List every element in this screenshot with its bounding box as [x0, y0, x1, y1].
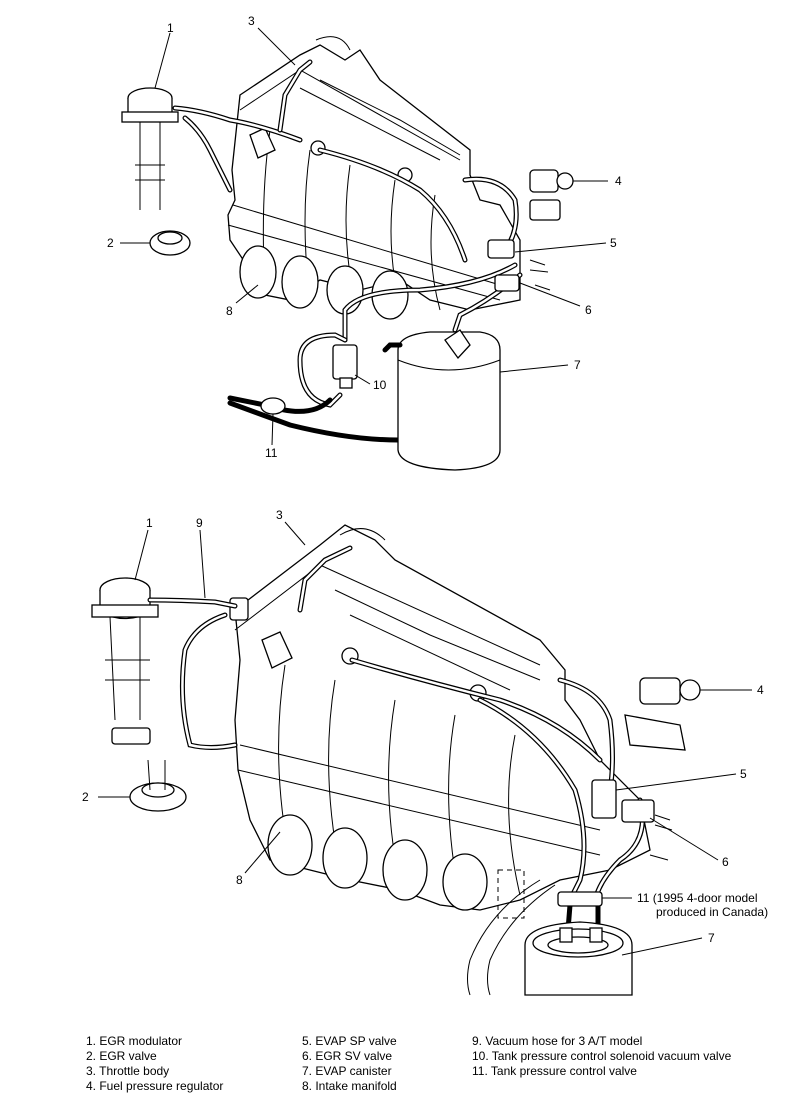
callout-bottom-4: 4 [757, 683, 764, 697]
egr-modulator-bottom [91, 577, 159, 745]
tank-pressure-control-valve-bottom [497, 869, 603, 919]
intake-manifold-bottom [234, 524, 651, 911]
callout-top-1: 1 [167, 21, 174, 35]
legend-column-2: 5. EVAP SP valve 6. EGR SV valve 7. EVAP… [302, 1034, 397, 1094]
callout-bottom-3: 3 [276, 508, 283, 522]
callout-bottom-5: 5 [740, 767, 747, 781]
callout-bottom-6: 6 [722, 855, 729, 869]
callout-bottom-11: 11 (1995 4-door model [637, 891, 758, 905]
egr-valve-top [149, 230, 191, 256]
egr-valve-bottom [129, 759, 187, 812]
vacuum-hoses-top [172, 59, 523, 443]
legend-item-3: 3. Throttle body [86, 1064, 170, 1078]
legend-item-7: 7. EVAP canister [302, 1064, 392, 1078]
legend-column-3: 9. Vacuum hose for 3 A/T model 10. Tank … [472, 1034, 731, 1079]
callout-top-3: 3 [248, 14, 255, 28]
tank-pressure-control-valve-top [260, 397, 286, 415]
callout-bottom-2: 2 [82, 790, 89, 804]
top-diagram: 1 2 3 4 5 6 7 8 10 11 [107, 14, 622, 471]
leaders-top [120, 27, 608, 446]
bottom-diagram: 1 9 3 4 2 5 6 8 11 (1995 4-door model pr… [82, 508, 768, 996]
callout-top-10: 10 [373, 378, 387, 392]
callout-bottom-8: 8 [236, 873, 243, 887]
evap-canister-top [382, 329, 501, 471]
callout-top-2: 2 [107, 236, 114, 250]
solenoid-valves-bottom [591, 779, 673, 861]
callout-top-11: 11 [265, 446, 278, 460]
legend-item-4: 4. Fuel pressure regulator [86, 1079, 224, 1093]
callout-top-7: 7 [574, 358, 581, 372]
callout-bottom-7: 7 [708, 931, 715, 945]
legend-item-11: 11. Tank pressure control valve [472, 1064, 637, 1078]
tank-pressure-solenoid-top [332, 344, 358, 389]
legend-item-2: 2. EGR valve [86, 1049, 157, 1063]
egr-modulator-top [121, 87, 179, 210]
legend-item-10: 10. Tank pressure control solenoid vacuu… [472, 1049, 732, 1063]
callout-top-5: 5 [610, 236, 617, 250]
leaders-bottom [98, 521, 752, 956]
callout-top-8: 8 [226, 304, 233, 318]
callout-top-4: 4 [615, 174, 622, 188]
callout-bottom-1: 1 [146, 516, 153, 530]
legend-item-5: 5. EVAP SP valve [302, 1034, 397, 1048]
evap-canister-bottom [524, 921, 633, 996]
legend-column-1: 1. EGR modulator 2. EGR valve 3. Throttl… [86, 1034, 223, 1094]
callouts-top: 1 2 3 4 5 6 7 8 10 11 [107, 14, 622, 460]
callout-bottom-11-note: produced in Canada) [656, 905, 768, 919]
legend-item-6: 6. EGR SV valve [302, 1049, 393, 1063]
callouts-bottom: 1 9 3 4 2 5 6 8 11 (1995 4-door model pr… [82, 508, 768, 945]
legend-item-1: 1. EGR modulator [86, 1034, 183, 1048]
fuel-pressure-regulator-bottom [624, 677, 701, 751]
fuel-pressure-regulator-top [529, 169, 574, 221]
legend-item-9: 9. Vacuum hose for 3 A/T model [472, 1034, 643, 1048]
callout-top-6: 6 [585, 303, 592, 317]
solenoid-valves-top [487, 239, 551, 292]
legend-item-8: 8. Intake manifold [302, 1079, 397, 1093]
callout-bottom-9: 9 [196, 516, 203, 530]
vacuum-hoses-bottom [147, 545, 645, 996]
